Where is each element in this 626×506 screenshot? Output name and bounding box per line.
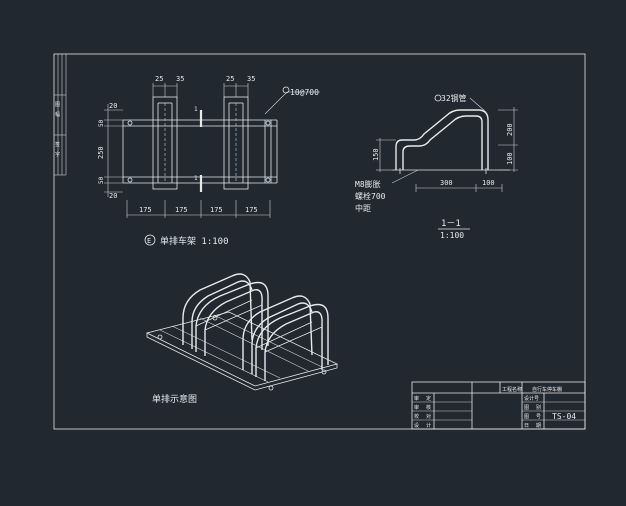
tb-left-row3-a: 校 [414, 413, 419, 420]
section-marker-bottom: 1 [194, 175, 198, 182]
rebar-callout: 10@700 [290, 88, 319, 97]
dim-bottom-4: 175 [245, 206, 258, 214]
plan-caption: 单排车架 1:100 [160, 235, 229, 247]
dim-top-1: 25 [155, 75, 163, 83]
bolt-note-line-2: 螺栓700 [355, 191, 386, 201]
tb-header-left: 工程名称 [502, 386, 522, 393]
strip-label-2: 幅 [55, 111, 60, 118]
caption-marker-circle [144, 234, 156, 246]
bolt-note-line-3: 中距 [355, 203, 371, 213]
tb-right-row2-a: 图 [524, 405, 529, 411]
section-title: 1－1 [441, 219, 461, 229]
tb-left-row4-b: 计 [426, 422, 431, 429]
drawing-frame [53, 53, 586, 430]
section-scale: 1:100 [440, 231, 464, 240]
strip-label-3: 签 [55, 141, 60, 148]
caption-marker: E [147, 237, 151, 245]
tb-left-row3-b: 对 [426, 413, 431, 420]
plan-view: 1 1 25 35 25 35 10@700 20 50 250 50 20 [97, 75, 320, 247]
dim-top-2: 35 [176, 75, 184, 83]
tb-left-row1-b: 定 [426, 395, 431, 402]
tb-header-right: 自行车停车棚 [532, 386, 562, 393]
dim-bottom-2: 175 [175, 206, 188, 214]
dim-left-1: 20 [109, 102, 117, 110]
dim-left-2: 50 [98, 119, 105, 127]
tb-right-row4-a: 日 [524, 423, 529, 429]
dim-left-5: 20 [109, 192, 117, 200]
tb-left-row2-a: 审 [414, 404, 419, 411]
title-block: 工程名称 自行车停车棚 审 定 审 核 校 对 设 计 设计号 图 别 图 号 … [411, 381, 586, 430]
tb-drawing-number: TS-04 [552, 412, 576, 421]
section-view: 32钢管 200 100 150 300 100 M8膨胀 螺栓700 中距 1… [355, 93, 518, 240]
tb-right-row3-a: 图 [524, 414, 529, 420]
tb-left-row2-b: 核 [426, 404, 431, 411]
dim-left-150: 150 [372, 148, 380, 161]
section-marker-top: 1 [194, 106, 198, 113]
tb-right-row3-b: 号 [536, 414, 541, 420]
dim-bottom-3: 175 [210, 206, 223, 214]
dim-bottom-1: 175 [139, 206, 152, 214]
binding-strip: 图 幅 签 字 [54, 54, 67, 176]
pipe-callout: 32钢管 [441, 93, 467, 103]
dim-right-2: 100 [506, 152, 514, 165]
strip-label-4: 字 [55, 151, 60, 158]
tb-right-row4-b: 期 [536, 423, 541, 429]
dim-right-1: 200 [506, 123, 514, 136]
iso-caption: 单排示意图 [152, 393, 197, 405]
tb-left-row4-a: 设 [414, 422, 419, 429]
tb-left-row1-a: 审 [414, 395, 419, 402]
dim-bottom-300: 300 [440, 179, 453, 187]
dim-left-3: 250 [97, 146, 105, 159]
dim-top-3: 25 [226, 75, 234, 83]
dim-left-4: 50 [98, 176, 105, 184]
isometric-view: 单排示意图 [145, 273, 339, 405]
bolt-note-line-1: M8膨胀 [355, 179, 381, 189]
strip-label-1: 图 [55, 102, 60, 108]
dim-top-4: 35 [247, 75, 255, 83]
tb-right-row2-b: 别 [536, 404, 541, 411]
tb-right-row1-a: 设计号 [524, 395, 539, 402]
dim-bottom-100: 100 [482, 179, 495, 187]
